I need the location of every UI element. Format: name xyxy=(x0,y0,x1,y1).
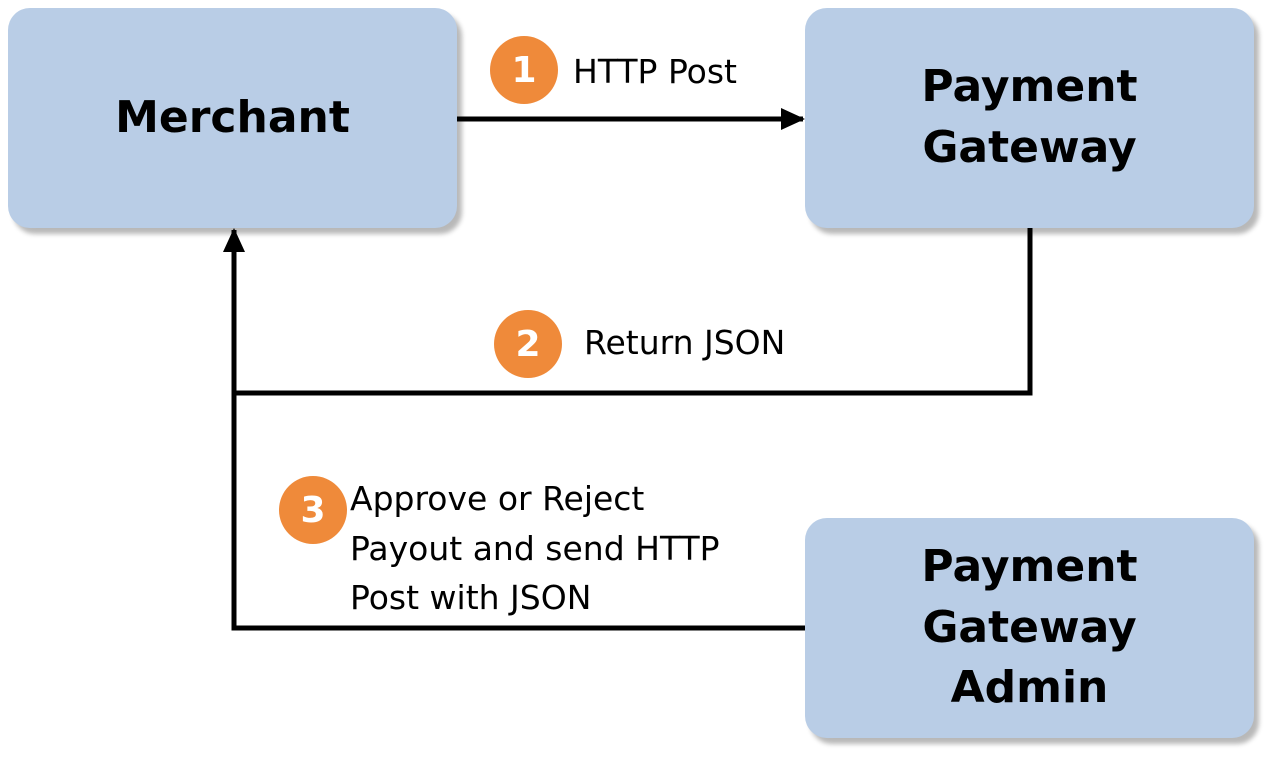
payment-gateway-label: Payment Gateway xyxy=(921,61,1138,173)
connector-approve-reject xyxy=(223,228,805,631)
step-2-label: Return JSON xyxy=(584,323,786,362)
step-1-label: HTTP Post xyxy=(573,52,737,91)
step-3-label: Approve or Reject Payout and send HTTP P… xyxy=(350,479,720,617)
payment-gateway-node: Payment Gateway xyxy=(805,8,1254,228)
step-1-badge: 1 xyxy=(490,36,558,104)
merchant-label: Merchant xyxy=(115,91,350,143)
connector-return-json xyxy=(234,228,1033,396)
merchant-node: Merchant xyxy=(8,8,457,228)
step-3-badge: 3 xyxy=(279,476,347,544)
step-2-badge: 2 xyxy=(494,310,562,378)
payment-gateway-admin-label: Payment Gateway Admin xyxy=(921,540,1138,714)
payment-gateway-admin-node: Payment Gateway Admin xyxy=(805,518,1254,738)
